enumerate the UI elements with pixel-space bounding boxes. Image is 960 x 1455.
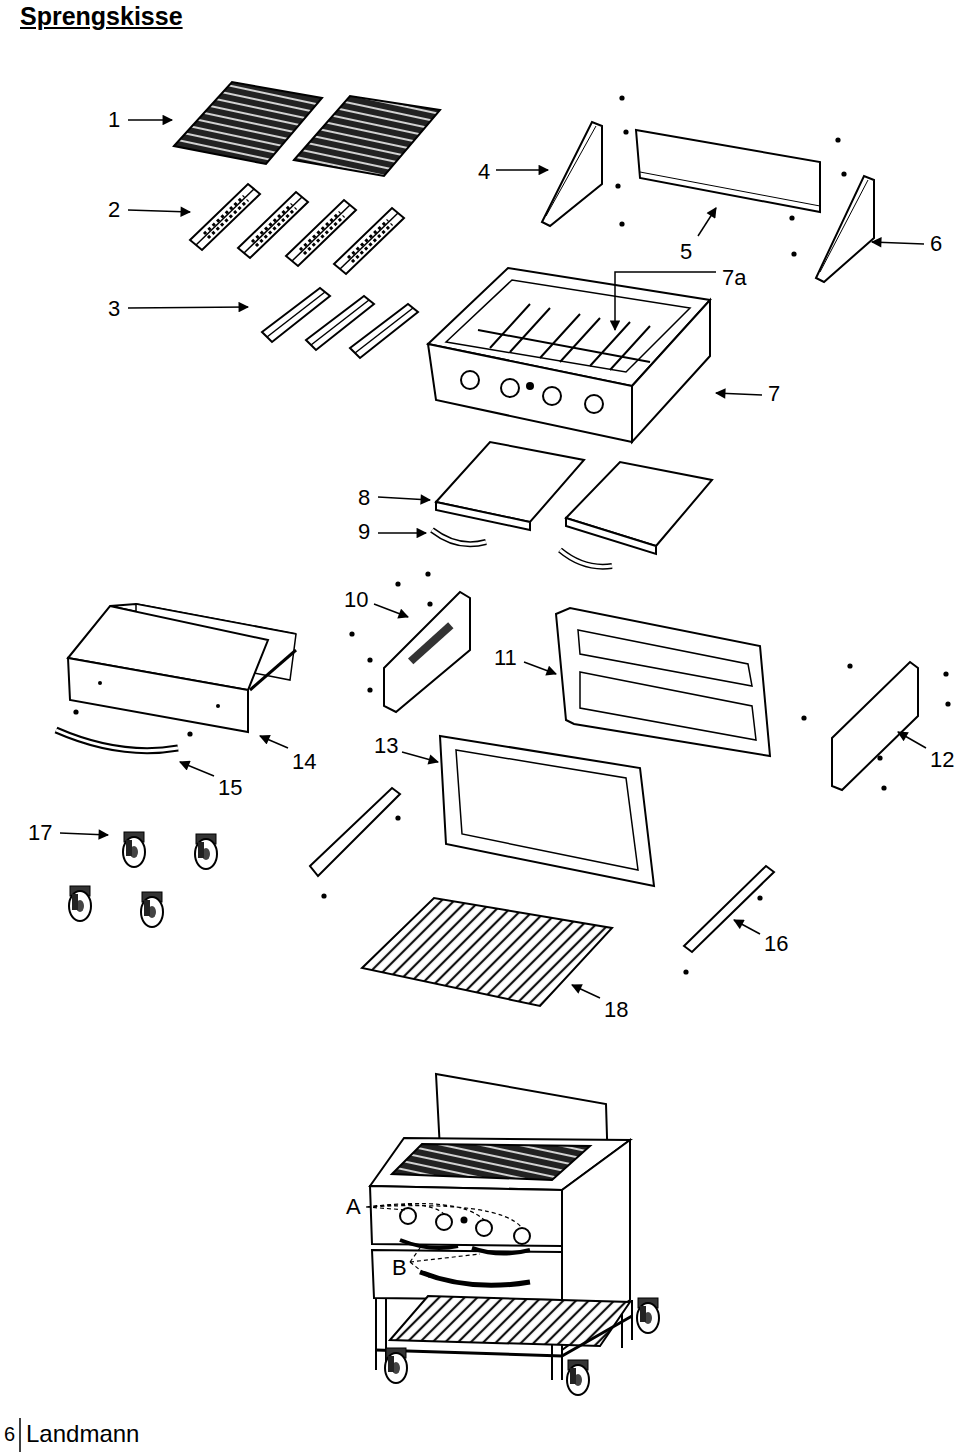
callout-number: 9 (358, 520, 370, 544)
callout-number: A (346, 1195, 361, 1219)
callout-number: 11 (494, 646, 517, 670)
callout-number: 16 (764, 932, 788, 956)
callout-number: 8 (358, 486, 370, 510)
callout-number: 4 (478, 160, 490, 184)
callout-number: 5 (680, 240, 692, 264)
callout-number: 7 (768, 382, 780, 406)
callout-number: 12 (930, 748, 954, 772)
callout-number: 3 (108, 297, 120, 321)
callout-number: 13 (374, 734, 398, 758)
footer-text: 6 (4, 1422, 15, 1446)
callout-number: 14 (292, 750, 316, 774)
footer-text: Landmann (26, 1422, 139, 1446)
callout-number: 6 (930, 232, 942, 256)
callout-number: 2 (108, 198, 120, 222)
callout-number: B (392, 1256, 407, 1280)
callout-number: 10 (344, 588, 368, 612)
callout-number: 17 (28, 821, 52, 845)
callout-number: 18 (604, 998, 628, 1022)
callout-number: 1 (108, 108, 120, 132)
page-title: Sprengskisse (20, 2, 183, 31)
callout-number: 7a (722, 266, 746, 290)
callout-number: 15 (218, 776, 242, 800)
